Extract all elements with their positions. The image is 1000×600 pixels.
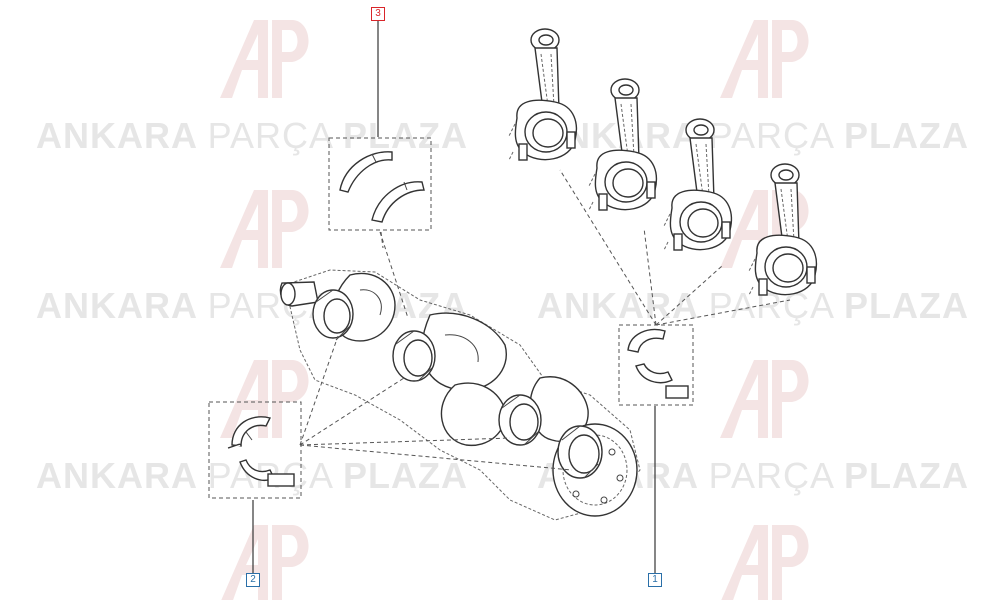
ap-logo-icon [720,20,809,98]
ap-logo-icon [220,20,309,98]
callout-1[interactable]: 1 [648,573,662,587]
watermark-texts: ANKARA PARÇA PLAZA ANKARA PARÇA PLAZA ANKA… [36,115,969,496]
callout-2-label: 2 [250,574,256,585]
ap-logo-icon [720,190,809,268]
callout-leaders [252,20,656,573]
crankshaft-icon [279,269,641,521]
watermark-logos [220,20,809,600]
connecting-rods [508,28,818,296]
callout-3-label: 3 [375,8,381,19]
main-bearing-shells-icon [208,401,302,499]
callout-2[interactable]: 2 [246,573,260,587]
connecting-rod-icon [508,28,578,161]
watermark-text: ANKARA PARÇA PLAZA [36,455,468,496]
thrust-washers-icon [328,137,432,231]
watermark-text: ANKARA PARÇA PLAZA [537,115,969,156]
leader-lines [299,169,791,471]
connecting-rod-bearing-shells-icon [618,324,694,406]
callout-1-label: 1 [652,574,658,585]
connecting-rod-icon [748,163,818,296]
ap-logo-icon [220,360,309,438]
connecting-rod-icon [663,118,733,251]
ap-logo-icon [721,525,809,600]
callout-3[interactable]: 3 [371,7,385,21]
ap-logo-icon [221,525,309,600]
watermark-text: ANKARA PARÇA PLAZA [36,115,468,156]
ap-logo-icon [720,360,809,438]
watermark-text: ANKARA PARÇA PLAZA [537,285,969,326]
watermark-text: ANKARA PARÇA PLAZA [36,285,468,326]
ap-logo-icon [220,190,309,268]
connecting-rod-icon [588,78,658,211]
